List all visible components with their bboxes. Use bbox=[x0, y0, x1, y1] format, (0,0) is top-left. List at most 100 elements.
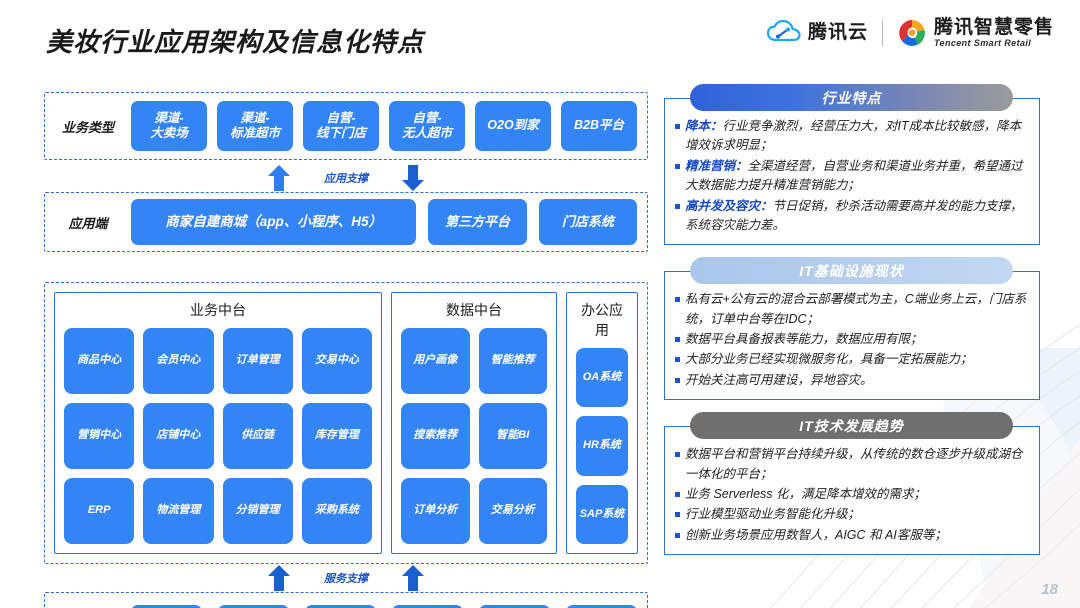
app-side-list: 商家自建商城（app、小程序、H5） 第三方平台 门店系统 bbox=[131, 199, 647, 245]
app-side-item[interactable]: 第三方平台 bbox=[428, 199, 527, 245]
panel-body-industry-features: 降本：行业竞争激烈，经营压力大，对IT成本比较敏感，降本增效诉求明显； 精准营销… bbox=[664, 98, 1040, 246]
bullet-item: 精准营销：全渠道经营，自营业务和渠道业务并重，希望通过大数据能力提升精准营销能力… bbox=[675, 157, 1029, 196]
base-service-item[interactable]: 计算 bbox=[131, 605, 202, 608]
base-service-item[interactable]: 大数据 bbox=[392, 605, 463, 608]
business-center-grid: 商品中心 会员中心 订单管理 交易中心 营销中心 店铺中心 供应链 库存管理 E… bbox=[64, 328, 372, 544]
insight-panels: 行业特点 降本：行业竞争激烈，经营压力大，对IT成本比较敏感，降本增效诉求明显；… bbox=[664, 84, 1040, 567]
bullet-item: 开始关注高可用建设，异地容灾。 bbox=[675, 371, 1029, 390]
business-type-item[interactable]: 自营- 线下门店 bbox=[303, 101, 379, 151]
bullet-lead: 精准营销： bbox=[685, 158, 748, 173]
business-type-item[interactable]: O2O到家 bbox=[475, 101, 551, 151]
bullet-item: 数据平台具备报表等能力，数据应用有限； bbox=[675, 330, 1029, 349]
data-center-item[interactable]: 智能推荐 bbox=[478, 328, 547, 394]
data-center-item[interactable]: 搜索推荐 bbox=[401, 403, 470, 469]
card-office-apps: 办公应用 OA系统 HR系统 SAP系统 bbox=[566, 292, 638, 554]
bullet-body: 行业模型驱动业务智能化升级； bbox=[685, 507, 861, 522]
data-center-item[interactable]: 交易分析 bbox=[478, 478, 547, 544]
card-data-center: 数据中台 用户画像 智能推荐 搜索推荐 智能BI 订单分析 交易分析 bbox=[391, 292, 557, 554]
flow-label-service-support: 服务支撑 bbox=[324, 573, 368, 585]
architecture-diagram: 业务类型 渠道- 大卖场 渠道- 标准超市 自营- 线下门店 自营- 无人超市 … bbox=[44, 92, 648, 608]
data-center-item[interactable]: 智能BI bbox=[478, 403, 547, 469]
data-center-item[interactable]: 用户画像 bbox=[401, 328, 470, 394]
tencent-cloud-label: 腾讯云 bbox=[807, 22, 868, 44]
base-service-item[interactable]: 容器 bbox=[479, 605, 550, 608]
business-center-item[interactable]: 订单管理 bbox=[222, 328, 293, 394]
business-center-item[interactable]: 交易中心 bbox=[301, 328, 372, 394]
bullet-body: 节日促销，秒杀活动需要高并发的能力支撑，系统容灾能力差。 bbox=[685, 198, 1023, 232]
bullet-item: 大部分业务已经实现微服务化，具备一定拓展能力； bbox=[675, 350, 1029, 369]
bullet-item: 数据平台和营销平台持续升级，从传统的数仓逐步升级成湖仓一体化的平台； bbox=[675, 445, 1029, 484]
panel-title-it-infrastructure-status: IT基础设施现状 bbox=[690, 257, 1013, 285]
business-center-item[interactable]: 库存管理 bbox=[301, 403, 372, 469]
bullet-marker-icon bbox=[675, 163, 680, 169]
tencent-smart-retail-label-en: Tencent Smart Retail bbox=[933, 37, 1032, 48]
business-center-item[interactable]: 营销中心 bbox=[64, 403, 135, 469]
business-center-item[interactable]: 物流管理 bbox=[143, 478, 214, 544]
base-service-list: 计算 存储 网络 大数据 容器 数据库 bbox=[131, 605, 647, 608]
arrow-up-icon bbox=[402, 565, 424, 591]
page-number: 18 bbox=[1041, 581, 1058, 598]
base-service-item[interactable]: 存储 bbox=[218, 605, 289, 608]
layer-label-business-types: 业务类型 bbox=[61, 119, 114, 135]
business-center-item[interactable]: 会员中心 bbox=[143, 328, 214, 394]
bullet-marker-icon bbox=[675, 297, 680, 303]
bullet-body: 开始关注高可用建设，异地容灾。 bbox=[685, 372, 873, 387]
business-type-item[interactable]: 自营- 无人超市 bbox=[389, 101, 465, 151]
office-app-item[interactable]: SAP系统 bbox=[576, 484, 628, 544]
tencent-smart-retail-label-cn: 腾讯智慧零售 bbox=[933, 17, 1054, 39]
layer-base-services: 基础服务 计算 存储 网络 大数据 容器 数据库 bbox=[44, 592, 648, 608]
bullet-marker-icon bbox=[675, 532, 680, 538]
panel-it-infrastructure-status: IT基础设施现状 私有云+公有云的混合云部署模式为主，C端业务上云，门店系统，订… bbox=[664, 257, 1040, 401]
bullet-marker-icon bbox=[675, 357, 680, 363]
tencent-smart-retail-logo: 腾讯智慧零售 Tencent Smart Retail bbox=[897, 18, 1054, 48]
base-service-item[interactable]: 网络 bbox=[305, 605, 376, 608]
bullet-body: 创新业务场景应用数智人，AIGC 和 AI客服等； bbox=[685, 527, 947, 542]
bullet-item: 降本：行业竞争激烈，经营压力大，对IT成本比较敏感，降本增效诉求明显； bbox=[675, 117, 1029, 156]
business-type-list: 渠道- 大卖场 渠道- 标准超市 自营- 线下门店 自营- 无人超市 O2O到家… bbox=[131, 101, 647, 151]
office-app-item[interactable]: OA系统 bbox=[576, 348, 628, 408]
bullet-body: 全渠道经营，自营业务和渠道业务并重，希望通过大数据能力提升精准营销能力； bbox=[685, 158, 1023, 193]
arrow-up-icon bbox=[268, 165, 290, 191]
card-title-data-center: 数据中台 bbox=[446, 302, 502, 318]
panel-title-industry-features: 行业特点 bbox=[690, 84, 1013, 111]
business-center-item[interactable]: 店铺中心 bbox=[143, 403, 214, 469]
data-center-item[interactable]: 订单分析 bbox=[401, 478, 470, 544]
bullet-marker-icon bbox=[675, 491, 680, 497]
bullet-item: 行业模型驱动业务智能化升级； bbox=[675, 505, 1029, 524]
layer-app-side: 应用端 商家自建商城（app、小程序、H5） 第三方平台 门店系统 bbox=[44, 192, 648, 252]
bullet-item: 业务 Serverless 化，满足降本增效的需求； bbox=[675, 485, 1029, 504]
bullet-marker-icon bbox=[675, 452, 680, 458]
app-side-item[interactable]: 商家自建商城（app、小程序、H5） bbox=[131, 199, 417, 245]
bullet-marker-icon bbox=[675, 203, 680, 209]
tencent-smart-retail-icon bbox=[899, 20, 925, 46]
card-title-business-center: 业务中台 bbox=[190, 302, 246, 318]
tencent-cloud-icon bbox=[766, 20, 801, 42]
arrow-up-icon bbox=[268, 565, 290, 591]
bullet-item: 高并发及容灾：节日促销，秒杀活动需要高并发的能力支撑，系统容灾能力差。 bbox=[675, 197, 1029, 236]
business-type-item[interactable]: B2B平台 bbox=[561, 101, 637, 151]
app-side-item[interactable]: 门店系统 bbox=[538, 199, 638, 245]
bullet-body: 业务 Serverless 化，满足降本增效的需求； bbox=[685, 486, 926, 501]
panel-it-technology-trend: IT技术发展趋势 数据平台和营销平台持续升级，从传统的数仓逐步升级成湖仓一体化的… bbox=[664, 412, 1040, 555]
business-center-item[interactable]: 采购系统 bbox=[301, 478, 372, 544]
business-center-item[interactable]: 商品中心 bbox=[64, 328, 135, 394]
card-title-office-apps: 办公应用 bbox=[581, 302, 623, 338]
card-business-center: 业务中台 商品中心 会员中心 订单管理 交易中心 营销中心 店铺中心 供应链 库… bbox=[54, 292, 382, 554]
business-type-item[interactable]: 渠道- 标准超市 bbox=[217, 101, 293, 151]
business-center-item[interactable]: 分销管理 bbox=[222, 478, 293, 544]
business-type-item[interactable]: 渠道- 大卖场 bbox=[131, 101, 207, 151]
bullet-marker-icon bbox=[675, 377, 680, 383]
bullet-item: 创新业务场景应用数智人，AIGC 和 AI客服等； bbox=[675, 526, 1029, 545]
layer-label-app-side: 应用端 bbox=[68, 215, 108, 231]
bullet-body: 私有云+公有云的混合云部署模式为主，C端业务上云，门店系统，订单中台等在IDC； bbox=[685, 292, 1027, 326]
data-center-grid: 用户画像 智能推荐 搜索推荐 智能BI 订单分析 交易分析 bbox=[401, 328, 547, 544]
business-center-item[interactable]: ERP bbox=[64, 478, 135, 544]
base-service-item[interactable]: 数据库 bbox=[566, 605, 637, 608]
flow-service-support: 服务支撑 bbox=[44, 562, 648, 594]
bullet-marker-icon bbox=[675, 337, 680, 342]
business-center-item[interactable]: 供应链 bbox=[222, 403, 293, 469]
office-app-item[interactable]: HR系统 bbox=[576, 416, 628, 476]
bullet-body: 数据平台和营销平台持续升级，从传统的数仓逐步升级成湖仓一体化的平台； bbox=[685, 447, 1023, 481]
bullet-body: 大部分业务已经实现微服务化，具备一定拓展能力； bbox=[685, 352, 973, 367]
panel-body-it-infrastructure-status: 私有云+公有云的混合云部署模式为主，C端业务上云，门店系统，订单中台等在IDC；… bbox=[664, 271, 1040, 401]
